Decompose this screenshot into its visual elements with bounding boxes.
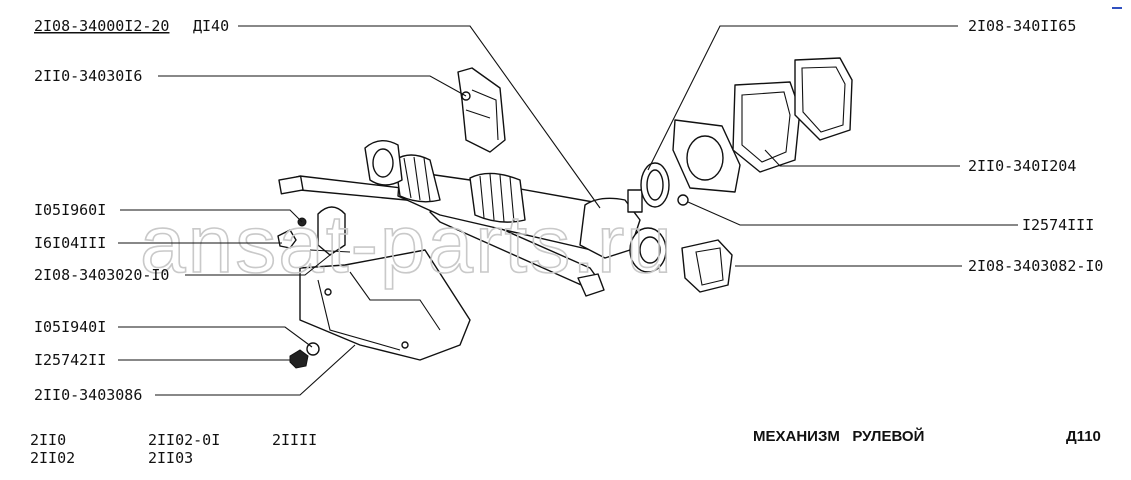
watermark-text: ansat-parts.ru [140, 199, 674, 290]
callout-label: I25742II [34, 351, 106, 369]
page-code: Д110 [1066, 428, 1101, 445]
assembly-number: 2I08-34000I2-20 [34, 17, 169, 35]
callout-label: 2II0-3403086 [34, 386, 142, 404]
callout-label: 2II0-340I204 [968, 157, 1076, 175]
callout-label: I6I04III [34, 234, 106, 252]
model-code: 2II0 [30, 431, 66, 449]
callout-label: 2I08-340II65 [968, 17, 1076, 35]
callout-label: I2574III [1022, 216, 1094, 234]
model-code: 2II02-0I [148, 431, 220, 449]
model-code: 2II03 [148, 449, 193, 467]
diagram-title: МЕХАНИЗМ РУЛЕВОЙ [753, 427, 924, 445]
model-code: 2II02 [30, 449, 75, 467]
callout-label: 2I08-3403020-I0 [34, 266, 169, 284]
assembly-ref: ДI40 [193, 17, 229, 35]
model-code: 2IIII [272, 431, 317, 449]
callout-label: I05I960I [34, 201, 106, 219]
callout-label: 2I08-3403082-I0 [968, 257, 1103, 275]
callout-label: 2II0-34030I6 [34, 67, 142, 85]
leader-lines [118, 25, 1018, 396]
exploded-parts-drawing [277, 57, 853, 369]
callout-label: I05I940I [34, 318, 106, 336]
